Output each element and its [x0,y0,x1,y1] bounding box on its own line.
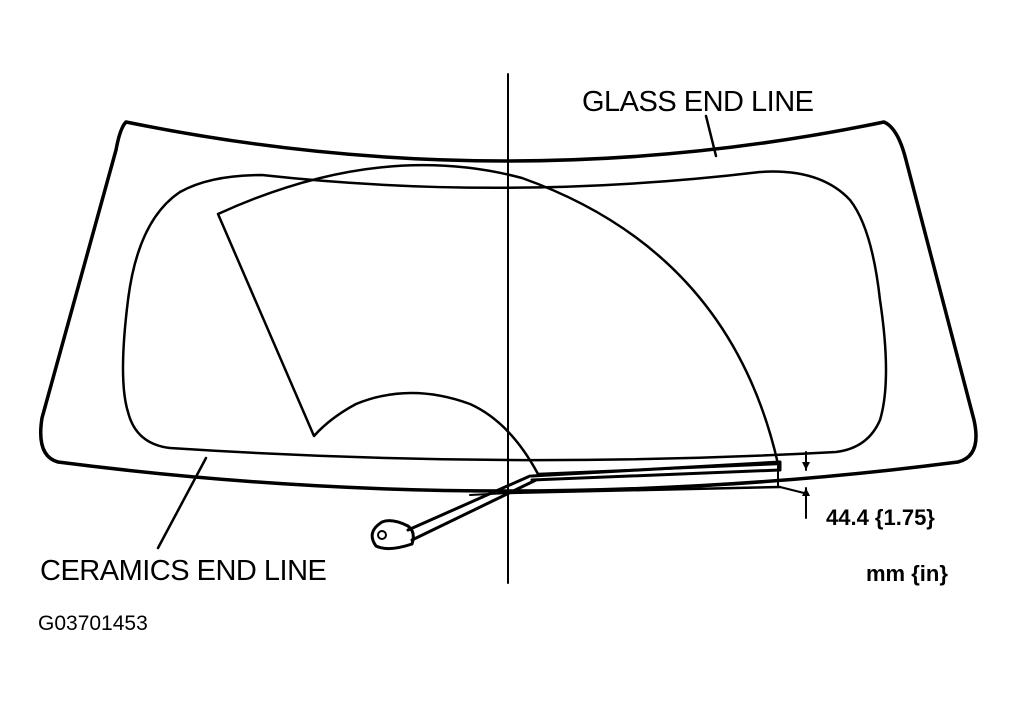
units-label: mm {in} [866,561,948,586]
glass-end-leader [704,114,718,158]
wiper-arm [370,474,538,551]
figure-code: G03701453 [38,612,148,635]
dimension-label: 44.4 {1.75} [826,505,935,530]
wiper-pivot-hole [377,530,387,540]
wiper-sweep-area [216,163,780,476]
glass-outline [39,120,978,493]
dimension-indicator [779,451,810,519]
ceramics-end-leader [156,456,208,550]
wiper-blade-lower-edge [506,485,782,495]
ceramics-end-line-label: CERAMICS END LINE [40,555,327,587]
ceramics-outline [121,170,888,462]
wiper-blade [530,460,782,482]
glass-end-line-label: GLASS END LINE [582,86,814,118]
